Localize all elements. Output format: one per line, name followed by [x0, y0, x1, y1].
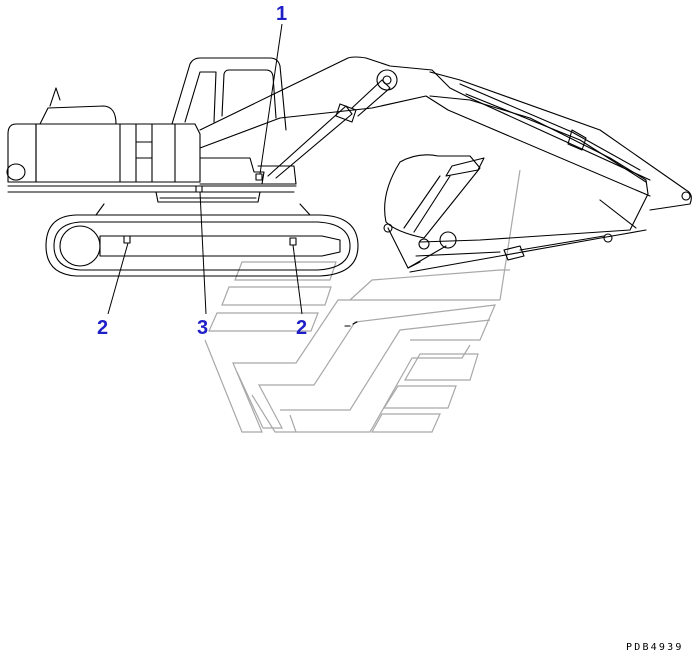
- bucket-cylinder: [503, 245, 525, 261]
- cab: [171, 57, 287, 131]
- engine-hood: [39, 105, 117, 125]
- boom-pin: [376, 69, 398, 91]
- boom-cylinder: [267, 105, 353, 179]
- arm-cylinder: [567, 129, 587, 151]
- leader-2-left: [107, 242, 129, 315]
- decal-marker-2-left: [123, 235, 131, 244]
- leader-1: [259, 23, 283, 175]
- arm: [429, 71, 692, 211]
- decal-marker-2-right: [289, 237, 297, 246]
- boom: [199, 56, 651, 181]
- callout-3: 3: [197, 317, 208, 339]
- leader-2-right: [292, 244, 303, 315]
- leader-3: [199, 191, 207, 315]
- watermark-logo: [204, 169, 521, 433]
- exhaust: [49, 87, 61, 107]
- callout-2-left: 2: [97, 317, 108, 339]
- swing-ring: [155, 191, 261, 203]
- idler-wheel: [59, 225, 101, 267]
- counterweight: [7, 123, 37, 183]
- bucket: [384, 154, 481, 239]
- callout-1: 1: [276, 3, 287, 25]
- decal-marker-3: [195, 185, 203, 193]
- excavator: [6, 56, 692, 327]
- leader-lines: [107, 23, 303, 315]
- bucket-link-pin: [439, 231, 457, 249]
- decal-marker-1: [255, 173, 263, 181]
- drawing-code: PDB4939: [626, 642, 684, 653]
- track: [45, 214, 359, 277]
- callout-2-right: 2: [296, 317, 307, 339]
